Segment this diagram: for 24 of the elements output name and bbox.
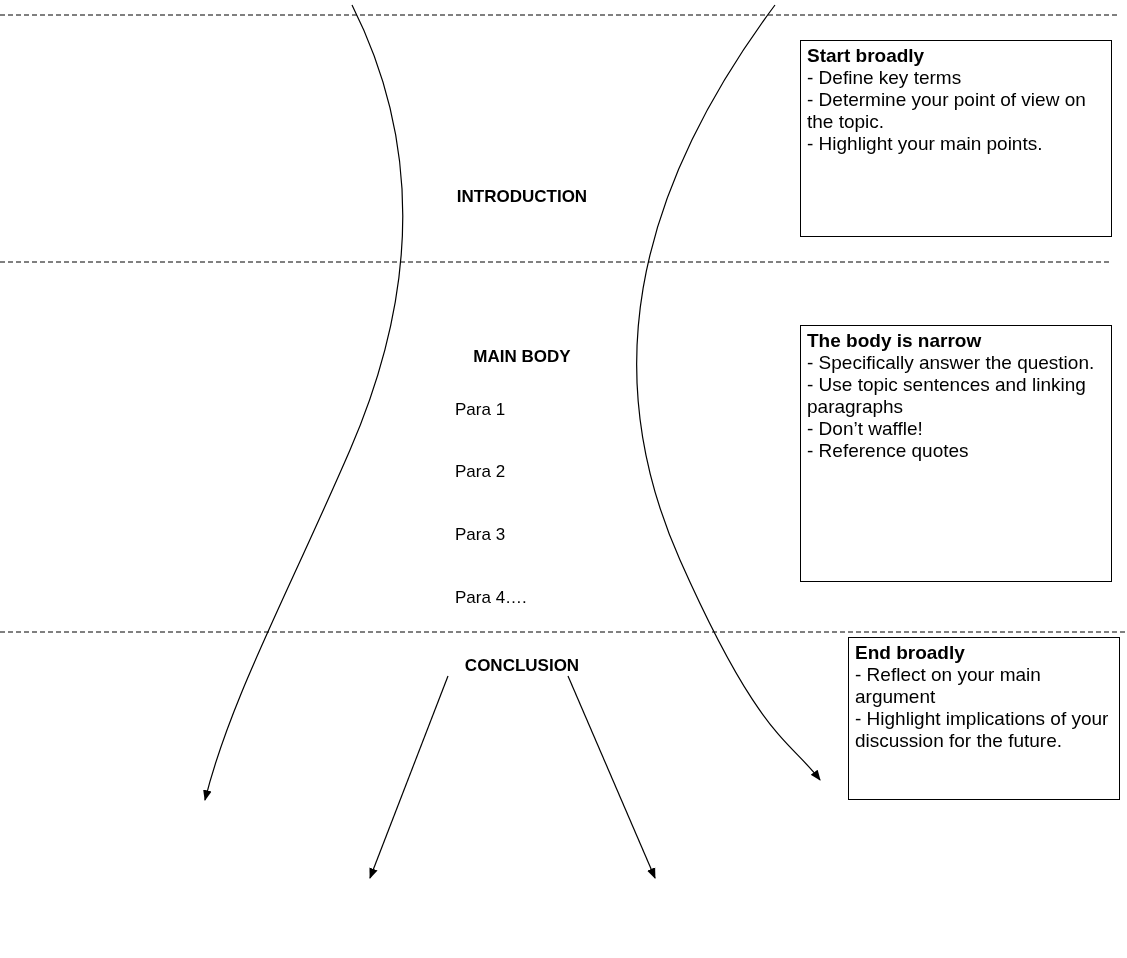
bullet-text: - Reference quotes (807, 440, 970, 462)
note-box (800, 40, 1112, 237)
arrow (567, 675, 656, 879)
paragraph-label: Para 1 (455, 400, 506, 420)
bullet-text: - Highlight your main points. (807, 133, 1044, 155)
bullet-text: - Use topic sentences and linking paragraphs (807, 374, 1087, 418)
bullet-text: - Reflect on your main argument (855, 664, 1042, 708)
bullet-text: - Define key terms (807, 67, 963, 89)
section-heading: MAIN BODY (472, 347, 572, 367)
bullet-text: - Highlight implications of your discussion for the future. (855, 708, 1110, 752)
note-heading: The body is narrow (807, 330, 983, 352)
bullet-text: - Don’t waffle! (807, 418, 924, 440)
paragraph-label: Para 2 (455, 462, 506, 482)
arrow (369, 675, 449, 879)
paragraph-label: Para 3 (455, 525, 506, 545)
section-heading: INTRODUCTION (455, 187, 589, 207)
note-box (848, 637, 1120, 800)
note-heading: Start broadly (807, 45, 926, 67)
bullet-text: - Determine your point of view on the topic. (807, 89, 1087, 133)
note-heading: End broadly (855, 642, 966, 664)
bullet-text: - Specifically answer the question. (807, 352, 1096, 374)
note-box (800, 325, 1112, 582)
paragraph-label: Para 4…. (455, 588, 527, 608)
section-heading: CONCLUSION (452, 656, 592, 676)
